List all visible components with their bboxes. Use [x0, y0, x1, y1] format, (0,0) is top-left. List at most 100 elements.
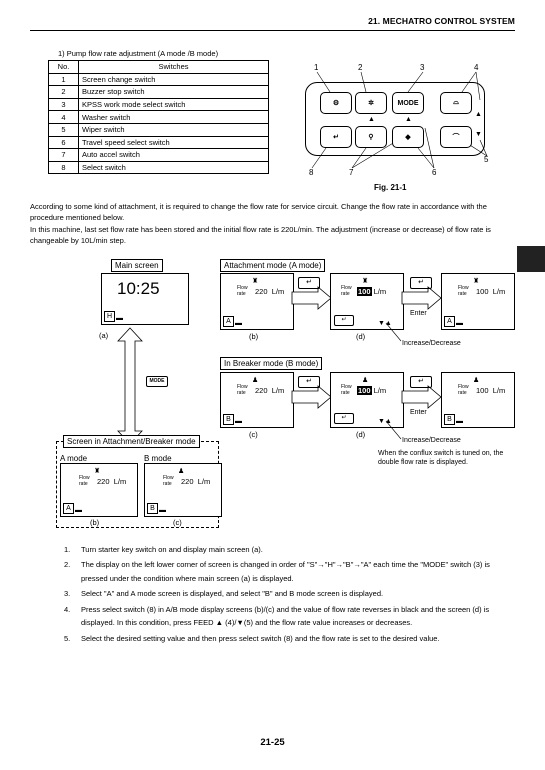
wiper-button[interactable]: ⌒ [440, 126, 472, 148]
mode-letter-b: B [444, 414, 455, 425]
screen-tag-d: (d) [356, 430, 366, 439]
table-header-row: No. Switches [48, 60, 269, 74]
enter-label: Enter [410, 409, 427, 416]
callout-3: 3 [420, 63, 425, 72]
row-name: Buzzer stop switch [78, 85, 269, 99]
step-item: 5.Select the desired setting value and t… [64, 633, 440, 643]
mode-letter-a: A [223, 316, 234, 327]
flow-value: 100 L/m [476, 386, 506, 395]
increase-decrease-label: Increase/Decrease [402, 437, 461, 444]
attachment-icon: ♜ [473, 278, 480, 285]
section-tab-marker [517, 246, 545, 272]
feed-up-down-icons: ▼▲ [378, 418, 392, 425]
flow-value: 220 L/m [181, 477, 211, 486]
feed-up-arrow-icon: ▲ [405, 116, 412, 123]
mode-letter-a: A [444, 316, 455, 327]
conflux-note: When the conflux switch is tuned on, the… [378, 450, 504, 466]
procedure-steps: 1.Turn starter key switch on and display… [64, 543, 518, 647]
callout-4: 4 [474, 63, 479, 72]
screen-tag-d: (d) [356, 332, 366, 341]
select-switch-icon: ↵ [298, 277, 320, 289]
tortoise-icon: ▬ [235, 418, 242, 425]
callout-2: 2 [358, 63, 363, 72]
select-switch-icon: ↵ [410, 376, 432, 388]
wiper-icon: ⌒ [452, 134, 460, 141]
row-name: Auto accel switch [78, 148, 269, 162]
row-no: 8 [48, 160, 79, 175]
step-item: 3.Select "A" and A mode screen is displa… [64, 589, 384, 599]
mode-icon: MODE [146, 376, 168, 387]
feed-down-arrow-icon: ▼ [475, 131, 482, 138]
auto-accel-icon: ⚲ [368, 134, 374, 141]
flow-arrows [291, 286, 332, 310]
screen-tag-b: (b) [249, 332, 259, 341]
a-mode-label: A mode [60, 454, 88, 463]
mode-letter-b: B [147, 503, 158, 514]
row-name: KPSS work mode select switch [78, 97, 269, 112]
step-item: 2.The display on the left lower corner o… [64, 560, 490, 584]
enter-arrow-icon: ↵ [333, 134, 339, 141]
flow-arrows [291, 385, 332, 409]
callout-5: 5 [484, 155, 489, 164]
step-item: 4.Press select switch (8) in A/B mode di… [64, 604, 490, 628]
mode-letter-h: H [104, 311, 115, 322]
washer-button[interactable]: ⌓ [440, 92, 472, 114]
select-switch-icon: ↵ [298, 376, 320, 388]
mode-button-label: MODE [397, 99, 419, 107]
flow-value-highlighted: 100 L/m [357, 386, 387, 395]
row-no: 2 [48, 85, 79, 99]
tortoise-icon: ▬ [159, 507, 166, 514]
enter-label: Enter [410, 310, 427, 317]
mode-button[interactable]: MODE [392, 92, 424, 114]
screen-tag-c: (c) [249, 430, 258, 439]
clock-display: 10:25 [117, 279, 160, 298]
breaker-icon: ♟ [362, 377, 369, 384]
feed-up-arrow-icon: ▲ [475, 111, 482, 118]
select-switch-icon: ↵ [334, 315, 354, 326]
intro-paragraph-2: In this machine, last set flow rate has … [30, 225, 491, 246]
buzzer-stop-button[interactable]: ✲ [355, 92, 387, 114]
screen-group-label: Screen in Attachment/Breaker mode [63, 435, 200, 448]
row-no: 4 [48, 110, 79, 124]
flow-value: 220 L/m [97, 477, 127, 486]
breaker-icon: ♟ [252, 377, 259, 384]
travel-speed-button[interactable]: ◆ [392, 126, 424, 148]
col-no-header: No. [48, 60, 79, 74]
mode-letter-a: A [63, 503, 74, 514]
washer-icon: ⌓ [453, 99, 459, 106]
breaker-icon: ♟ [473, 377, 480, 384]
flow-value-highlighted: 100 L/m [357, 287, 387, 296]
callout-1: 1 [314, 63, 319, 72]
double-arrow-shape [117, 327, 143, 445]
auto-accel-button[interactable]: ⚲ [355, 126, 387, 148]
flow-value: 220 L/m [255, 386, 285, 395]
feed-up-down-icons: ▼▲ [378, 320, 392, 327]
tortoise-icon: ▬ [75, 507, 82, 514]
mode-letter-b: B [223, 414, 234, 425]
screen-tag-c: (c) [173, 518, 182, 527]
select-button[interactable]: ↵ [320, 126, 352, 148]
b-mode-label: B mode [144, 454, 172, 463]
screen-change-icon: ⚙ [332, 100, 340, 107]
buzzer-stop-icon: ✲ [368, 100, 374, 107]
row-name: Screen change switch [78, 72, 269, 87]
screen-change-button[interactable]: ⚙ [320, 92, 352, 114]
breaker-icon: ♟ [178, 468, 185, 475]
intro-paragraph-1: According to some kind of attachment, it… [30, 202, 487, 223]
